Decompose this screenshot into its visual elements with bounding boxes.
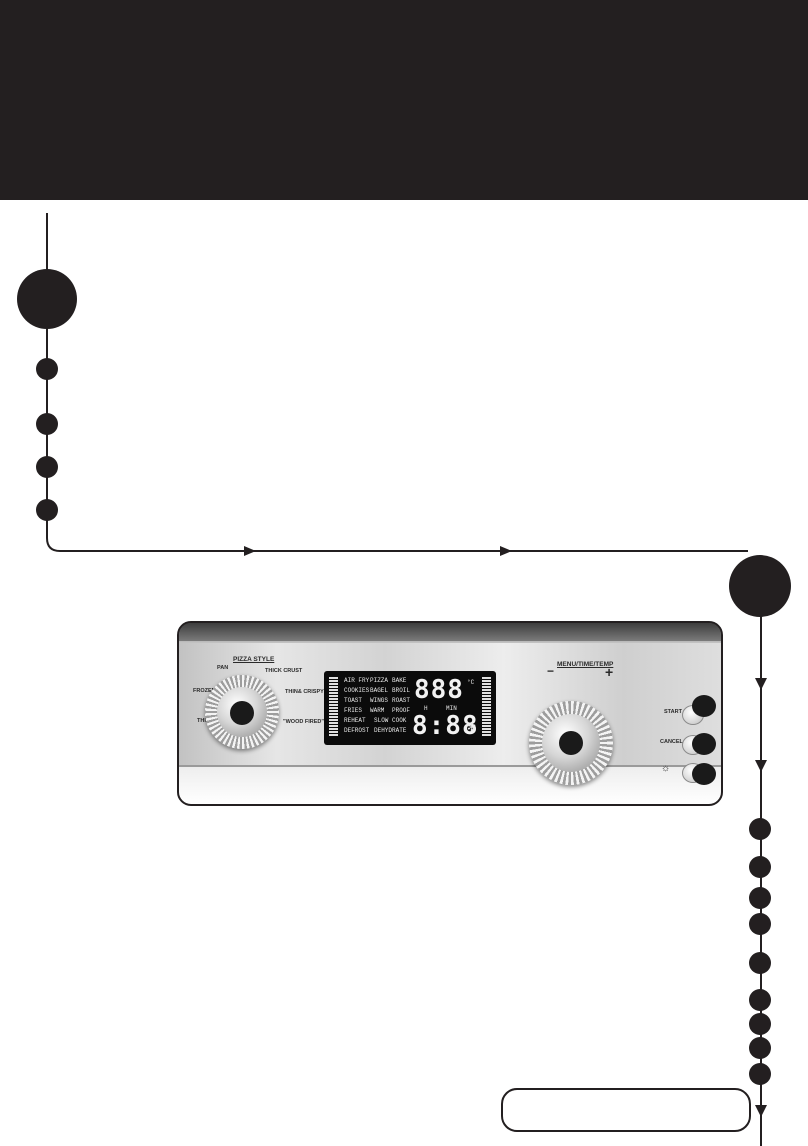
callout-dot [749, 952, 771, 974]
function-fries: FRIES [344, 707, 363, 714]
callout-dot-large-left [17, 269, 77, 329]
pizza-style-dial[interactable] [205, 675, 279, 749]
dial-option-thin-crispy: THIN& CRISPY [285, 689, 324, 695]
callout-dot [749, 887, 771, 909]
header-band [0, 0, 808, 200]
callout-dot [749, 856, 771, 878]
horizontal-connector-line [46, 537, 748, 552]
callout-dot [749, 1037, 771, 1059]
temperature-unit: °C [467, 679, 475, 686]
function-bake: BAKE [392, 677, 407, 684]
callout-dot [36, 413, 58, 435]
flow-arrow-4 [755, 760, 767, 772]
callout-dot [36, 499, 58, 521]
callout-dot [36, 358, 58, 380]
pizza-style-dial-callout [230, 701, 254, 725]
pizza-style-title: PIZZA STYLE [233, 656, 275, 663]
callout-dot [749, 913, 771, 935]
function-warm: WARM [370, 707, 385, 714]
function-bagel: BAGEL [370, 687, 389, 694]
flow-arrow-1 [244, 546, 256, 556]
function-dehydrate: DEHYDRATE [374, 727, 407, 734]
callout-dot [749, 989, 771, 1011]
start-button-callout [692, 695, 716, 717]
control-panel-image: PIZZA STYLE PAN THICK CRUST THIN& CRISPY… [177, 621, 723, 806]
callout-dot [36, 456, 58, 478]
fan-icon: ✻ [467, 722, 477, 734]
dial-option-wood-fired: "WOOD FIRED" [283, 719, 324, 725]
decrease-sign: − [547, 664, 555, 678]
function-proof: PROOF [392, 707, 411, 714]
function-broil: BROIL [392, 687, 411, 694]
increase-sign: + [605, 664, 614, 680]
callout-dot [749, 1013, 771, 1035]
flow-arrow-5 [755, 1105, 767, 1117]
start-label: START [664, 709, 682, 715]
dial-option-thick-crust: THICK CRUST [265, 668, 303, 674]
function-pizza: PIZZA [370, 677, 389, 684]
time-digits: 8:88 [412, 711, 479, 741]
function-air-fry: AIR FRY [344, 677, 370, 684]
dial-option-pan: PAN [217, 665, 229, 671]
function-slow-cook: SLOW COOK [374, 717, 407, 724]
panel-top-trim [179, 623, 721, 641]
cancel-label: CANCEL [660, 739, 683, 745]
flow-arrow-2 [500, 546, 512, 556]
minute-label: MIN [446, 705, 457, 712]
function-cookies: COOKIES [344, 687, 370, 694]
temperature-digits: 888 [414, 675, 464, 705]
menu-time-temp-dial[interactable] [529, 701, 613, 785]
empty-label-box [501, 1088, 751, 1132]
panel-edge [179, 765, 721, 767]
dial-option-frozen: FROZEN [193, 688, 216, 694]
dial-option-thin: THIN [197, 718, 210, 724]
menu-time-temp-title: MENU/TIME/TEMP [557, 661, 614, 668]
display-bars-right [482, 677, 491, 736]
hour-label: H [424, 705, 428, 712]
callout-dot [749, 1063, 771, 1085]
function-reheat: REHEAT [344, 717, 366, 724]
lcd-display: AIR FRY COOKIES TOAST FRIES REHEAT DEFRO… [324, 671, 496, 745]
function-roast: ROAST [392, 697, 411, 704]
menu-time-temp-dial-callout [559, 731, 583, 755]
light-button-callout [692, 763, 716, 785]
cancel-button-callout [692, 733, 716, 755]
display-bars-left [329, 677, 338, 736]
light-bulb-icon: ☼ [661, 763, 671, 774]
callout-dot-large-right [729, 555, 791, 617]
flow-arrow-3 [755, 678, 767, 690]
callout-dot [749, 818, 771, 840]
function-toast: TOAST [344, 697, 363, 704]
function-wings: WINGS [370, 697, 389, 704]
function-defrost: DEFROST [344, 727, 370, 734]
